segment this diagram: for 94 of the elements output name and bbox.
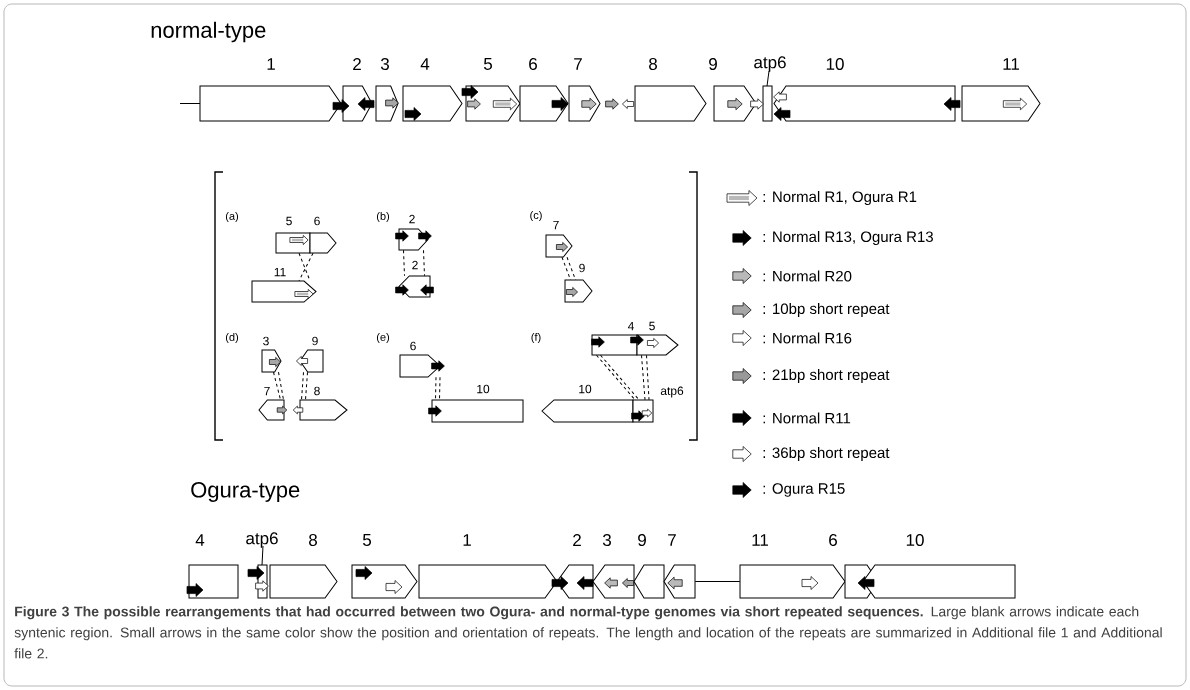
gene-region: 11 xyxy=(251,267,317,303)
dashed-line xyxy=(435,376,437,401)
gene-region: 8 xyxy=(299,386,348,421)
node-label: 11 xyxy=(1003,58,1020,70)
node-label: 8 xyxy=(649,57,657,71)
node-label: 3 xyxy=(380,57,389,71)
gene-region: 1 xyxy=(199,58,342,122)
node-label: 2 xyxy=(412,260,418,270)
gene-region: 4 xyxy=(402,58,463,122)
connector-line xyxy=(694,581,741,582)
node-label: 9 xyxy=(312,336,318,346)
gene-region: 8 xyxy=(634,58,707,122)
node-label: 5 xyxy=(483,58,493,70)
dashed-line xyxy=(278,371,284,401)
node-label: 3 xyxy=(602,533,611,547)
node-label: 6 xyxy=(829,533,837,547)
node-label: atp6 xyxy=(754,56,786,72)
node-label: 2 xyxy=(573,534,581,546)
gene-region: 7 xyxy=(568,58,601,122)
node-label: 11 xyxy=(752,534,769,546)
node-label: 10 xyxy=(826,57,844,71)
legend-text: : Ogura R15 xyxy=(763,483,845,497)
gene-region: 1 xyxy=(418,534,558,599)
panel-label: (f) xyxy=(531,332,541,344)
dashed-line xyxy=(423,249,425,277)
panel-label: (a) xyxy=(225,211,239,223)
node-label: 2 xyxy=(409,214,415,224)
legend-text: : Normal R11 xyxy=(763,412,851,424)
node-label: 11 xyxy=(274,267,286,277)
gene-region: 10 xyxy=(862,534,1016,599)
legend-text: : Normal R20 xyxy=(763,270,852,282)
panel-label: (e) xyxy=(376,332,390,344)
legend-text: : Normal R1, Ogura R1 xyxy=(763,191,917,205)
node-label: atp6 xyxy=(246,532,278,548)
node-label: 5 xyxy=(362,534,372,546)
gene-region: 9 xyxy=(299,336,324,373)
node-label: 1 xyxy=(463,534,471,546)
node-label: 9 xyxy=(638,533,646,547)
legend-text: : 36bp short repeat xyxy=(763,447,890,461)
node-label: 3 xyxy=(263,336,269,346)
dashed-line xyxy=(439,376,441,401)
gene-region: 6 xyxy=(399,341,441,378)
node-label: 4 xyxy=(420,58,430,70)
node-label: 5 xyxy=(286,216,292,226)
panel-label: (b) xyxy=(376,211,390,223)
dashed-line xyxy=(646,354,650,401)
legend-text: : 10bp short repeat xyxy=(763,303,890,317)
gene-region: 9 xyxy=(633,534,665,599)
node-label: 6 xyxy=(410,341,416,351)
gene-region: 4 xyxy=(188,534,239,599)
gene-region: 9 xyxy=(564,263,593,303)
section-heading: normal-type xyxy=(151,21,266,43)
dashed-line xyxy=(305,371,308,401)
gene-region: 5 xyxy=(351,534,418,599)
node-label: atp6 xyxy=(660,386,684,398)
dashed-line xyxy=(641,354,646,401)
gene-region: 7 xyxy=(258,386,285,421)
gene-region: 7 xyxy=(545,220,573,258)
gene-region: 10 xyxy=(541,384,634,423)
node-label: 4 xyxy=(627,321,634,331)
dashed-line xyxy=(273,371,281,401)
node-label: 7 xyxy=(553,220,559,230)
node-label: 10 xyxy=(579,384,592,394)
node-label: 6 xyxy=(314,216,320,226)
node-label: 7 xyxy=(668,534,676,546)
gene-region: 6 xyxy=(519,58,569,122)
legend-text: : 21bp short repeat xyxy=(763,369,890,383)
node-label: 8 xyxy=(314,386,320,396)
gene-region: 10 xyxy=(431,384,524,423)
node-label: 8 xyxy=(309,533,317,547)
gene-region: 3 xyxy=(375,58,399,122)
node-label: 10 xyxy=(477,384,490,394)
node-label: 5 xyxy=(649,321,655,331)
figure-caption: Figure 3 The possible rearrangements that had occurred between two Ogura- and normal-type genomes via short repeated sequences. Large blank arrows indicate each syntenic region. Small arrows in the same color show the position and orientation of repeats. The length and location of the repeats are summarized in Additional file 1 and Additional file 2. xyxy=(14,606,1162,659)
gene-region: 6 xyxy=(309,216,337,254)
dashed-line xyxy=(301,371,304,401)
node-label: 7 xyxy=(574,58,582,70)
node-label: 1 xyxy=(267,58,275,70)
panel-label: (d) xyxy=(225,332,239,344)
dashed-line xyxy=(403,249,405,277)
node-label: 2 xyxy=(353,58,361,70)
legend-text: : Normal R13, Ogura R13 xyxy=(763,231,933,245)
section-heading: Ogura-type xyxy=(191,482,300,502)
gene-region: atp6 xyxy=(754,56,786,122)
node-label: 9 xyxy=(709,57,717,71)
node-label: 10 xyxy=(906,533,924,547)
gene-region: 7 xyxy=(663,534,696,599)
node-label: 6 xyxy=(529,57,537,71)
panel-label: (c) xyxy=(530,210,542,222)
legend-text: : Normal R16 xyxy=(763,332,852,344)
gene-region: 11 xyxy=(961,58,1041,122)
node-label: 4 xyxy=(195,534,205,546)
node-label: 9 xyxy=(579,263,585,273)
node-label: 7 xyxy=(264,386,270,396)
